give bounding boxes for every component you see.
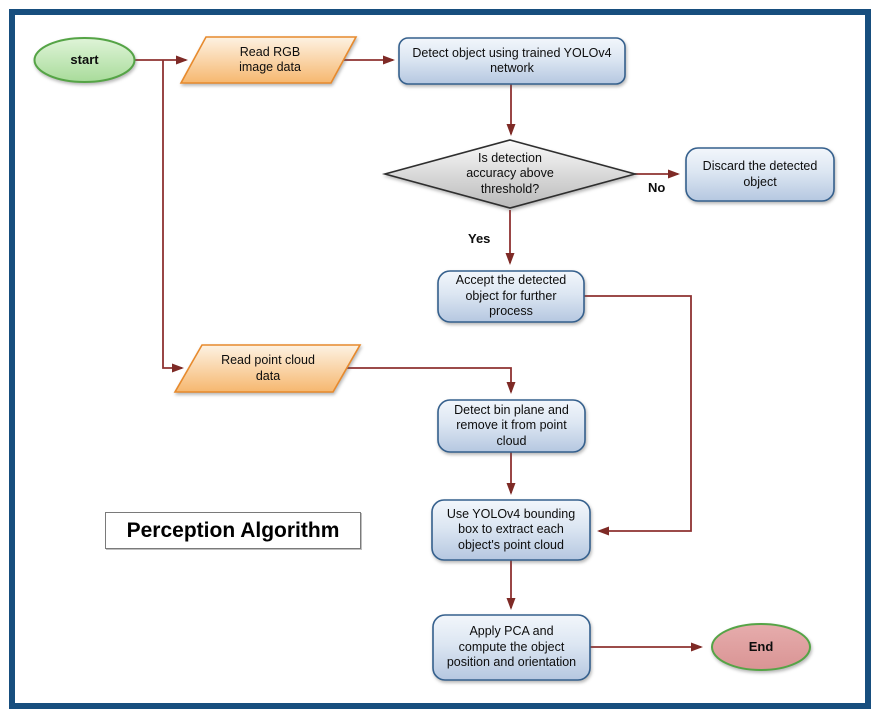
decision-diamond-shape bbox=[381, 139, 639, 209]
read-point-cloud-data-shape bbox=[173, 344, 362, 393]
extract-point-cloud-process-shape bbox=[431, 499, 591, 561]
end-terminator-shape bbox=[711, 623, 811, 671]
edge-read-point-cloud-to-detect-bin bbox=[347, 367, 516, 394]
read-rgb-data-shape bbox=[179, 36, 358, 84]
discard-process-shape bbox=[685, 147, 835, 202]
edge-start-to-read-point-cloud bbox=[162, 60, 184, 373]
outer-frame bbox=[9, 9, 871, 709]
accept-process-shape bbox=[437, 270, 585, 323]
start-terminator-shape bbox=[33, 37, 136, 83]
diagram-title: Perception Algorithm bbox=[105, 512, 361, 549]
apply-pca-process-shape bbox=[432, 614, 591, 681]
detect-object-process-shape bbox=[398, 37, 626, 85]
edges-group bbox=[135, 55, 703, 652]
detect-bin-plane-process-shape bbox=[437, 399, 586, 453]
edge-accept-to-extract bbox=[583, 295, 692, 536]
